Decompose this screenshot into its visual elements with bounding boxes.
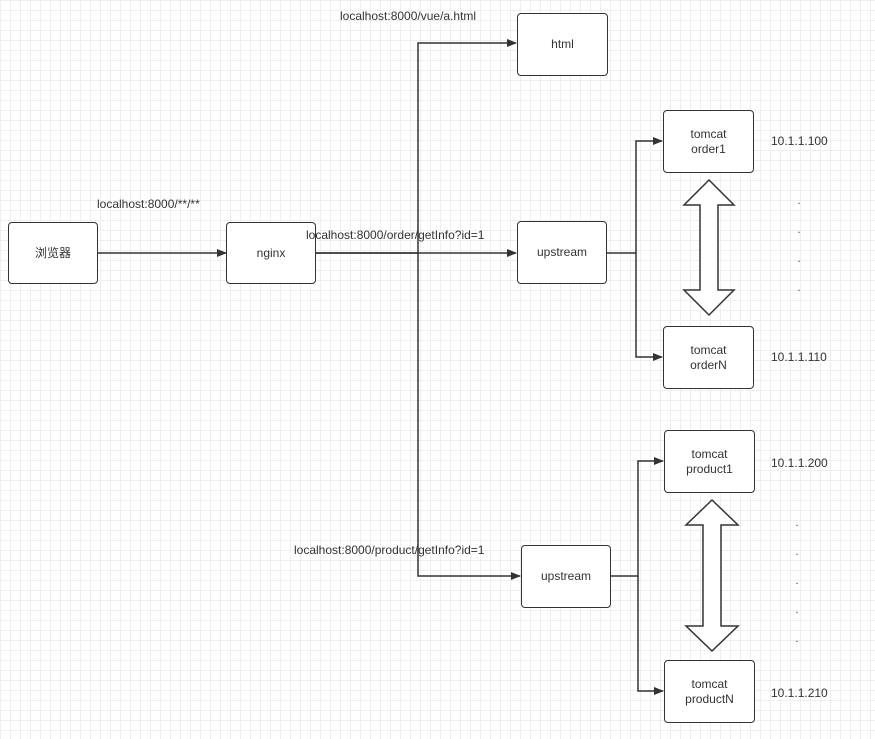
- tomcat-productN-line2: productN: [685, 691, 734, 706]
- edge-upstream-productN: [637, 576, 664, 695]
- ellipsis-product: . . . . .: [792, 508, 802, 653]
- ellipsis-dot: .: [795, 602, 799, 616]
- ip-label-product1: 10.1.1.200: [771, 456, 828, 470]
- ellipsis-dot: .: [795, 631, 799, 645]
- edge-label-browser-nginx: localhost:8000/**/**: [97, 197, 200, 211]
- ellipsis-dot: .: [797, 280, 801, 294]
- edge-label-product: localhost:8000/product/getInfo?id=1: [294, 543, 485, 557]
- double-arrow-order: [682, 178, 736, 317]
- upstream-order-node[interactable]: upstream: [517, 221, 607, 284]
- ip-label-productN: 10.1.1.210: [771, 686, 828, 700]
- upstream-product-node[interactable]: upstream: [521, 545, 611, 608]
- double-arrow-product: [684, 498, 740, 653]
- nginx-node[interactable]: nginx: [226, 222, 316, 284]
- edge-upstream-orderN: [635, 253, 663, 361]
- browser-node-label: 浏览器: [34, 245, 71, 260]
- ellipsis-dot: .: [797, 193, 801, 207]
- ellipsis-dot: .: [797, 222, 801, 236]
- tomcat-product1-line2: product1: [686, 461, 733, 476]
- tomcat-orderN-node[interactable]: tomcat orderN: [663, 326, 754, 389]
- tomcat-order1-line1: tomcat: [690, 126, 727, 141]
- ellipsis-dot: .: [795, 573, 799, 587]
- ip-label-orderN: 10.1.1.110: [771, 350, 827, 364]
- tomcat-orderN-line2: orderN: [690, 357, 727, 372]
- edge-nginx-upstream-product: [417, 253, 521, 580]
- upstream-product-label: upstream: [540, 569, 592, 583]
- tomcat-orderN-line1: tomcat: [690, 342, 727, 357]
- tomcat-productN-line1: tomcat: [691, 676, 728, 691]
- tomcat-product1-line1: tomcat: [691, 446, 728, 461]
- edge-label-order: localhost:8000/order/getInfo?id=1: [306, 228, 485, 242]
- html-node[interactable]: html: [517, 13, 608, 76]
- tomcat-order1-node[interactable]: tomcat order1: [663, 110, 754, 173]
- ellipsis-dot: .: [795, 515, 799, 529]
- tomcat-order1-line2: order1: [691, 141, 726, 156]
- nginx-node-label: nginx: [256, 245, 286, 260]
- edge-nginx-html: [316, 39, 517, 254]
- html-node-label: html: [551, 37, 574, 51]
- edge-label-html: localhost:8000/vue/a.html: [340, 9, 477, 23]
- ellipsis-order: . . . .: [794, 186, 804, 302]
- ellipsis-dot: .: [795, 544, 799, 558]
- ip-label-order1: 10.1.1.100: [771, 134, 828, 148]
- ellipsis-dot: .: [797, 251, 801, 265]
- upstream-order-label: upstream: [536, 245, 588, 259]
- edge-upstream-order1: [607, 137, 663, 254]
- edge-upstream-product1: [611, 457, 664, 577]
- browser-node[interactable]: 浏览器: [8, 222, 98, 284]
- tomcat-product1-node[interactable]: tomcat product1: [664, 430, 755, 493]
- tomcat-productN-node[interactable]: tomcat productN: [664, 660, 755, 723]
